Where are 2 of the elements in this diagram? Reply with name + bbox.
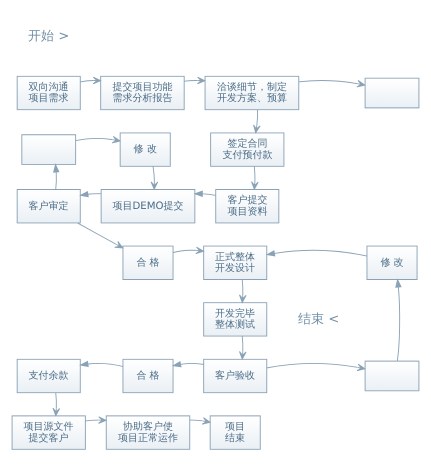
label: 结束 <: [298, 311, 340, 326]
label: 开始 >: [28, 28, 70, 44]
